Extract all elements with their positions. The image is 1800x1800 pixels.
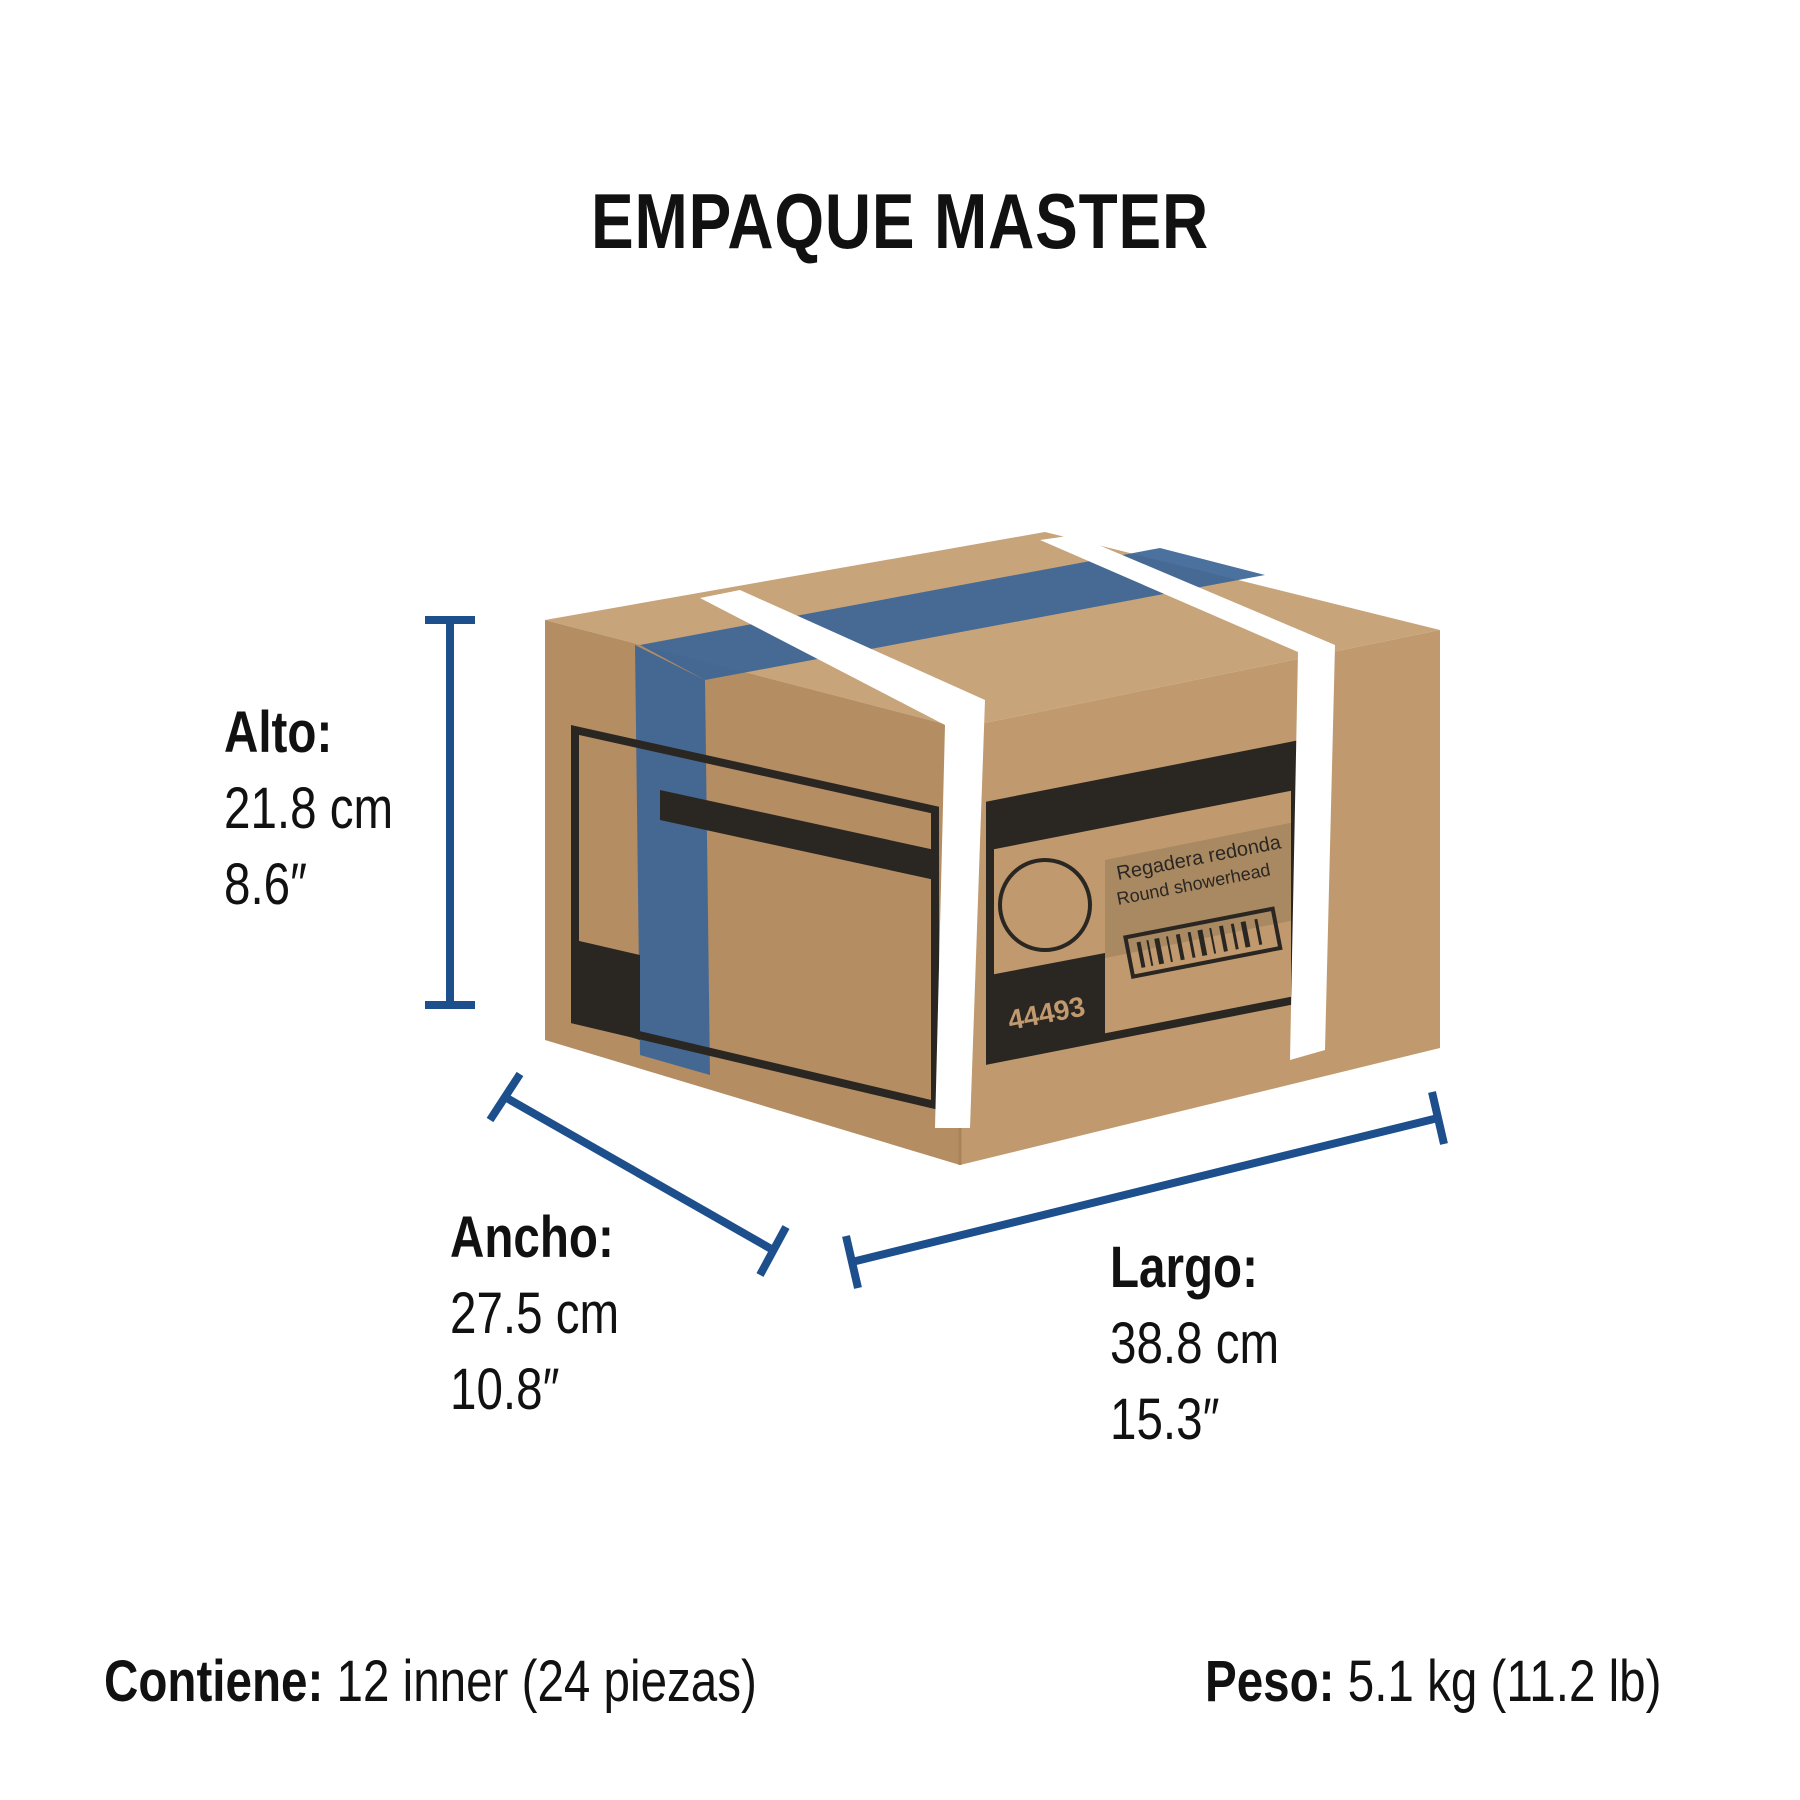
- strap-right: [1040, 535, 1335, 1060]
- width-marker: [486, 1071, 790, 1277]
- height-dimension: Alto: 21.8 cm 8.6″: [224, 695, 393, 923]
- barcode: [1123, 906, 1283, 979]
- weight-value: 5.1 kg (11.2 lb): [1347, 1649, 1662, 1714]
- page-title: EMPAQUE MASTER: [591, 177, 1209, 265]
- contents-info: Contiene: 12 inner (24 piezas): [104, 1648, 757, 1715]
- front-label: 44493 Regadera redonda Round showerhead: [986, 740, 1299, 1065]
- width-in: 10.8″: [450, 1357, 560, 1422]
- width-label: Ancho:: [450, 1205, 614, 1270]
- height-in: 8.6″: [224, 852, 307, 917]
- length-in: 15.3″: [1110, 1387, 1220, 1452]
- contents-label: Contiene:: [104, 1649, 324, 1714]
- width-dimension: Ancho: 27.5 cm 10.8″: [450, 1200, 619, 1428]
- weight-info: Peso: 5.1 kg (11.2 lb): [1205, 1648, 1661, 1715]
- height-marker: [425, 616, 475, 1009]
- dimension-lines: [425, 616, 1448, 1289]
- tape-side: [635, 645, 710, 1075]
- strap-left: [700, 590, 985, 1128]
- length-label: Largo:: [1110, 1235, 1258, 1300]
- contents-value: 12 inner (24 piezas): [336, 1649, 757, 1714]
- weight-label: Peso:: [1205, 1649, 1335, 1714]
- side-label: [571, 725, 939, 1111]
- length-marker: [842, 1091, 1448, 1289]
- length-cm: 38.8 cm: [1110, 1311, 1280, 1376]
- height-cm: 21.8 cm: [224, 776, 394, 841]
- length-dimension: Largo: 38.8 cm 15.3″: [1110, 1230, 1279, 1458]
- width-cm: 27.5 cm: [450, 1281, 620, 1346]
- height-label: Alto:: [224, 700, 333, 765]
